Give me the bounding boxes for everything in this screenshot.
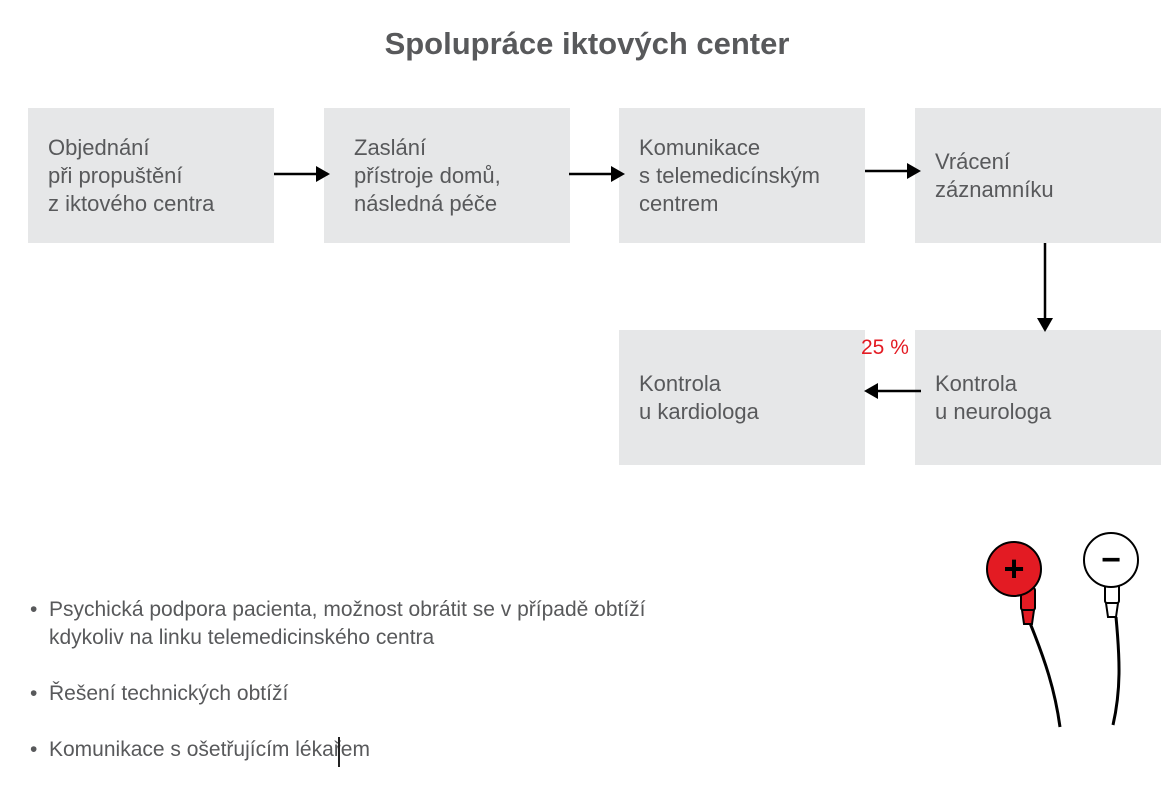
step-label: Zaslání přístroje domů, následná péče xyxy=(354,134,501,216)
bullet-dot: • xyxy=(30,682,38,705)
arrow-1-to-2 xyxy=(274,166,330,182)
bullet-dot: • xyxy=(30,598,38,621)
step-box-ordering: Objednání při propuštění z iktového cent… xyxy=(28,108,274,243)
step-label: Komunikace s telemedicínským centrem xyxy=(639,134,820,216)
step-label: Kontrola u kardiologa xyxy=(639,370,759,424)
minus-sign: − xyxy=(1101,541,1121,579)
plus-sign: + xyxy=(1003,548,1024,589)
percentage-label: 25 % xyxy=(861,336,909,359)
step-label: Kontrola u neurologa xyxy=(935,370,1052,424)
arrow-6-to-5 xyxy=(864,383,921,399)
step-box-recorder-return: Vrácení záznamníku xyxy=(915,108,1161,243)
positive-electrode-icon: + xyxy=(986,541,1062,728)
step-label: Objednání při propuštění z iktového cent… xyxy=(48,134,215,216)
arrow-4-to-6 xyxy=(1037,243,1053,332)
bullet-text: Řešení technických obtíží xyxy=(49,682,289,705)
step-box-neurology-check: Kontrola u neurologa xyxy=(915,330,1161,465)
bullet-dot: • xyxy=(30,738,38,761)
step-box-device-delivery: Zaslání přístroje domů, následná péče xyxy=(324,108,570,243)
bullet-text: Komunikace s ošetřujícím lékařem xyxy=(49,738,370,761)
step-box-telemedicine-communication: Komunikace s telemedicínským centrem xyxy=(619,108,865,243)
negative-electrode-icon: − xyxy=(1083,532,1139,726)
diagram-title: Spolupráce iktových center xyxy=(384,26,790,61)
text-cursor xyxy=(338,737,340,767)
arrow-2-to-3 xyxy=(569,166,625,182)
step-box-cardiology-check: Kontrola u kardiologa xyxy=(619,330,865,465)
bullet-text: Psychická podpora pacienta, možnost obrá… xyxy=(49,598,646,649)
arrow-3-to-4 xyxy=(865,163,921,179)
step-label: Vrácení záznamníku xyxy=(935,148,1054,202)
